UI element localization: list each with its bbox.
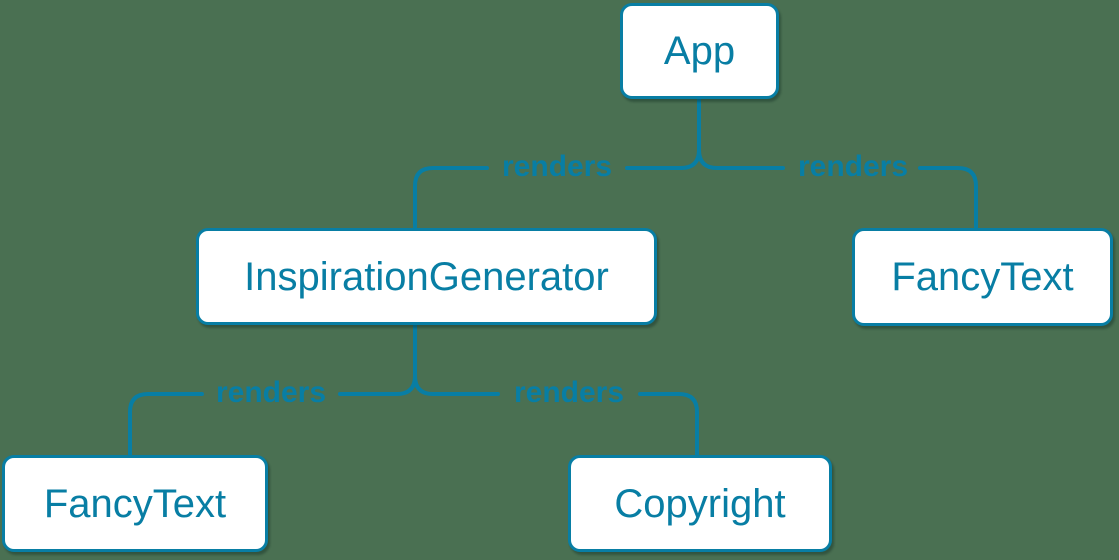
node-app-label: App bbox=[663, 29, 736, 73]
edge-app-to-fancytext bbox=[697, 148, 978, 229]
edge-path bbox=[918, 166, 978, 229]
node-inspiration-generator: InspirationGenerator bbox=[196, 228, 657, 325]
edge-label-app-to-inspirationgenerator: renders bbox=[501, 150, 613, 183]
edge-path bbox=[413, 166, 489, 229]
node-copyright-label: Copyright bbox=[614, 481, 786, 526]
node-fancy-text-right-label: FancyText bbox=[891, 255, 1074, 299]
edge-path bbox=[697, 148, 785, 170]
edge-path bbox=[413, 374, 500, 396]
node-fancy-text-left: FancyText bbox=[2, 455, 268, 552]
node-app: App bbox=[620, 3, 779, 99]
edge-label-inspirationgenerator-to-copyright: renders bbox=[513, 376, 625, 409]
edge-path bbox=[625, 97, 701, 170]
node-fancy-text-left-label: FancyText bbox=[43, 481, 227, 526]
edge-path bbox=[638, 392, 699, 456]
edge-path bbox=[338, 324, 417, 396]
node-copyright: Copyright bbox=[568, 455, 832, 552]
node-inspiration-generator-label: InspirationGenerator bbox=[244, 254, 609, 299]
edge-path bbox=[128, 392, 204, 456]
node-fancy-text-right: FancyText bbox=[852, 228, 1113, 326]
edge-inspirationgenerator-to-copyright bbox=[413, 374, 699, 456]
edge-label-app-to-fancytext: renders bbox=[797, 150, 909, 183]
edge-label-inspirationgenerator-to-fancytext: renders bbox=[215, 376, 327, 409]
